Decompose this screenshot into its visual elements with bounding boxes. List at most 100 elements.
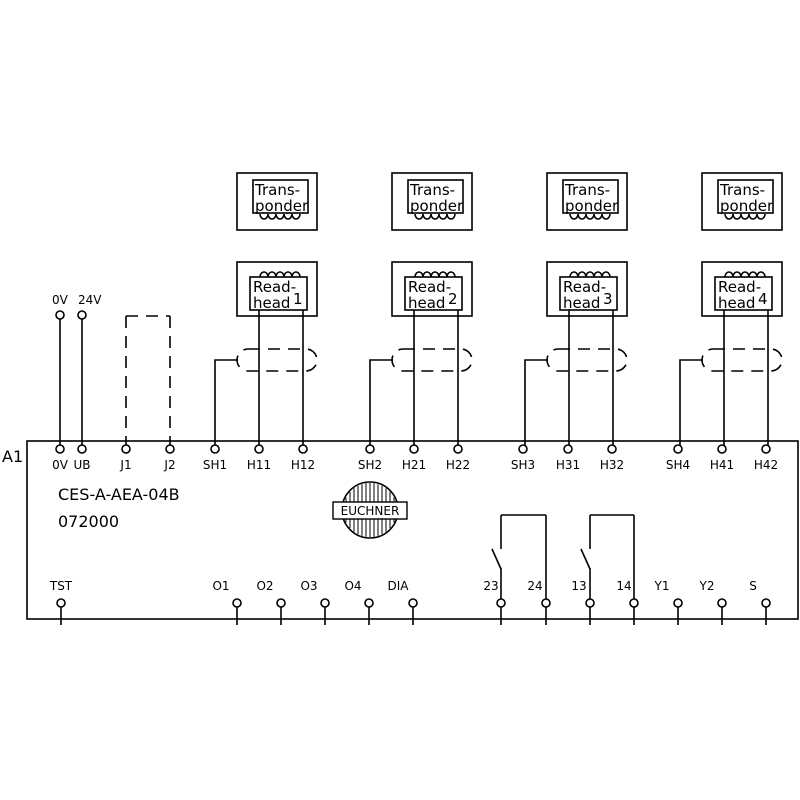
transponder-box	[391, 172, 473, 231]
readhead-label-line2: head	[563, 294, 600, 312]
top-terminal-label: H12	[291, 458, 315, 472]
readhead-inner-box	[714, 276, 773, 311]
readhead-label-line2: head	[408, 294, 445, 312]
top-terminal-h11	[254, 444, 264, 454]
cable-shield	[391, 348, 473, 372]
transponder-inner-box	[562, 179, 619, 214]
top-terminal-h22	[453, 444, 463, 454]
readhead-number: 1	[293, 290, 303, 308]
transponder-coil-icon	[259, 213, 301, 220]
bottom-terminal-label: 24	[527, 579, 542, 593]
readhead-number: 2	[448, 290, 458, 308]
top-terminal-label: 0V	[52, 458, 69, 472]
relay-contact-13-14	[580, 514, 635, 602]
jumper-j1-j2	[125, 315, 171, 449]
top-terminal-label: H11	[247, 458, 271, 472]
transponder-box	[701, 172, 783, 231]
bottom-terminal-label: 13	[571, 579, 586, 593]
top-terminal-label: J1	[119, 458, 131, 472]
bottom-terminal-o1	[232, 598, 242, 608]
top-terminal-label: H21	[402, 458, 426, 472]
bottom-terminal-label: O1	[212, 579, 229, 593]
bottom-terminal-14	[629, 598, 639, 608]
readhead-label-line1: Read-	[718, 278, 761, 296]
transponder-label-line1: Trans-	[564, 181, 610, 199]
bottom-terminal-y2	[717, 598, 727, 608]
bottom-terminal-label: O2	[256, 579, 273, 593]
shield-wire	[214, 359, 238, 449]
transponder-box	[546, 172, 628, 231]
readhead-coil-icon	[569, 271, 611, 278]
readhead-label-line2: head	[253, 294, 290, 312]
bottom-terminal-tst	[56, 598, 66, 608]
top-terminal-h41	[717, 444, 727, 454]
supply-terminal-0v	[55, 310, 65, 320]
readhead-number: 4	[758, 290, 768, 308]
bottom-terminal-label: O4	[344, 579, 361, 593]
top-terminal-h31	[563, 444, 573, 454]
shield-wire	[679, 359, 703, 449]
module-order-number: 072000	[58, 512, 119, 531]
transponder-label-line2: ponder	[565, 197, 619, 215]
transponder-coil-icon	[724, 213, 766, 220]
top-terminal-h21	[409, 444, 419, 454]
readhead-inner-box	[559, 276, 618, 311]
readhead-box	[546, 261, 628, 317]
top-terminal-ub	[77, 444, 87, 454]
top-terminal-h12	[298, 444, 308, 454]
transponder-label-line1: Trans-	[409, 181, 455, 199]
readhead-inner-box	[249, 276, 308, 311]
top-terminal-label: H41	[710, 458, 734, 472]
cable-shield	[701, 348, 783, 372]
bottom-terminal-label: DIA	[388, 579, 410, 593]
readhead-box	[391, 261, 473, 317]
readhead-coil-icon	[259, 271, 301, 278]
bottom-terminal-13	[585, 598, 595, 608]
bottom-terminal-label: TST	[49, 579, 73, 593]
top-terminal-h42	[761, 444, 771, 454]
readhead-box	[236, 261, 318, 317]
top-terminal-sh4	[673, 444, 683, 454]
top-terminal-j2	[165, 444, 175, 454]
top-terminal-sh1	[210, 444, 220, 454]
bottom-terminal-y1	[673, 598, 683, 608]
readhead-label-line1: Read-	[408, 278, 451, 296]
bottom-terminal-label: O3	[300, 579, 317, 593]
top-terminal-label: H31	[556, 458, 580, 472]
top-terminal-h32	[607, 444, 617, 454]
bottom-terminal-s	[761, 598, 771, 608]
transponder-label-line1: Trans-	[719, 181, 765, 199]
top-terminal-label: J2	[163, 458, 175, 472]
transponder-coil-icon	[569, 213, 611, 220]
readhead-inner-box	[404, 276, 463, 311]
transponder-label-line2: ponder	[255, 197, 309, 215]
relay-contact-23-24	[491, 514, 547, 602]
top-terminal-label: UB	[73, 458, 90, 472]
bottom-terminal-label: S	[749, 579, 757, 593]
module-designator: A1	[2, 447, 23, 466]
cable-shield	[546, 348, 628, 372]
transponder-inner-box	[252, 179, 309, 214]
top-terminal-label: SH1	[203, 458, 227, 472]
bottom-terminal-label: 14	[616, 579, 631, 593]
supply-label-0v: 0V	[52, 293, 69, 307]
top-terminal-label: SH4	[666, 458, 690, 472]
top-terminal-label: SH2	[358, 458, 382, 472]
top-terminal-sh3	[518, 444, 528, 454]
transponder-coil-icon	[414, 213, 456, 220]
top-terminal-0v	[55, 444, 65, 454]
readhead-label-line2: head	[718, 294, 755, 312]
top-terminal-label: H42	[754, 458, 778, 472]
supply-terminal-24v	[77, 310, 87, 320]
top-terminal-label: SH3	[511, 458, 535, 472]
module-model: CES-A-AEA-04B	[58, 485, 180, 504]
transponder-inner-box	[717, 179, 774, 214]
readhead-number: 3	[603, 290, 613, 308]
readhead-box	[701, 261, 783, 317]
supply-label-24v: 24V	[78, 293, 102, 307]
